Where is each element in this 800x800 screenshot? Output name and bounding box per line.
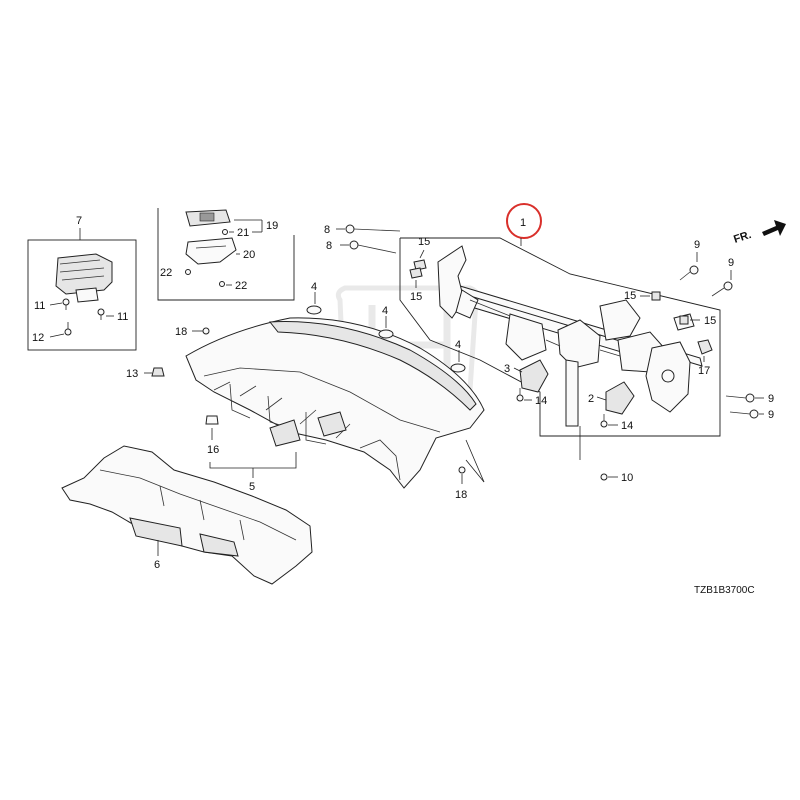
callout-1: 1	[520, 217, 526, 229]
callout-13: 13	[126, 368, 138, 380]
callout-20: 20	[243, 249, 255, 261]
callout-8a: 8	[324, 224, 330, 236]
callout-9d: 9	[768, 409, 774, 421]
callout-5: 5	[249, 481, 255, 493]
highlight-circle	[506, 203, 542, 239]
diagram-code: TZB1B3700C	[694, 585, 755, 596]
callout-9b: 9	[728, 257, 734, 269]
callout-18a: 18	[175, 326, 187, 338]
callout-22a: 22	[160, 267, 172, 279]
instrument-panel: 16 5 18 18 13	[126, 317, 485, 501]
bolts-8: 8 8	[324, 224, 401, 254]
steering-hanger-beam: 1 3 2	[399, 203, 721, 437]
callout-12: 12	[32, 332, 44, 344]
front-direction-marker: FR.	[732, 220, 786, 246]
callout-11b: 11	[117, 311, 128, 323]
part-7-group: 7 11 11 12	[27, 215, 137, 351]
front-arrow-icon	[762, 220, 786, 236]
callout-4c: 4	[455, 339, 461, 351]
clips-15: 15 15 15 15	[409, 236, 716, 327]
nut-17: 17	[697, 339, 713, 377]
callout-4b: 4	[382, 305, 388, 317]
callout-7: 7	[76, 215, 82, 227]
callout-17: 17	[698, 365, 710, 377]
clips-4: 4 4 4	[306, 281, 466, 373]
callout-21: 21	[237, 227, 249, 239]
callout-2: 2	[588, 393, 594, 405]
front-marker-label: FR.	[732, 229, 753, 246]
callout-14a: 14	[535, 395, 547, 407]
callout-14b: 14	[621, 420, 633, 432]
callout-9a: 9	[694, 239, 700, 251]
callout-4a: 4	[311, 281, 317, 293]
screws-14-10: 14 14 10	[516, 388, 633, 484]
callout-22b: 22	[235, 280, 247, 292]
bolts-9: 9 9 9 9	[679, 239, 774, 421]
callout-6: 6	[154, 559, 160, 571]
callout-18b: 18	[455, 489, 467, 501]
callout-15a: 15	[418, 236, 430, 248]
callout-10: 10	[621, 472, 633, 484]
callout-15b: 15	[410, 291, 422, 303]
callout-15d: 15	[704, 315, 716, 327]
callout-15c: 15	[624, 290, 636, 302]
part-19-group: 21 19 20 22 22	[157, 208, 295, 301]
callout-9c: 9	[768, 393, 774, 405]
callout-3: 3	[504, 363, 510, 375]
callout-19: 19	[266, 220, 278, 232]
callout-8b: 8	[326, 240, 332, 252]
callout-16: 16	[207, 444, 219, 456]
lower-cover: 6	[61, 445, 313, 585]
callout-11a: 11	[34, 300, 45, 312]
